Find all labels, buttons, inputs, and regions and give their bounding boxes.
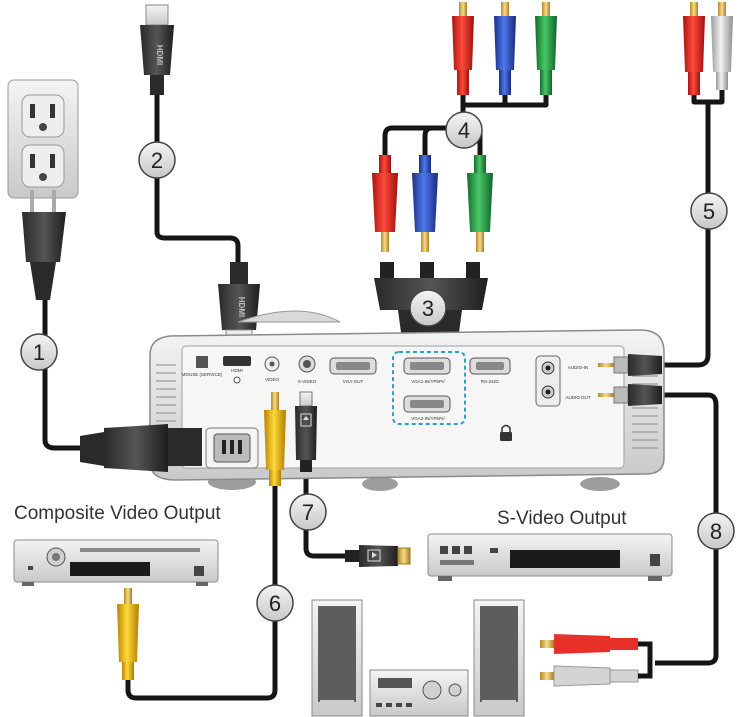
callout-1-label: 1 xyxy=(33,340,45,365)
component-cable xyxy=(382,80,549,155)
callout-4-label: 4 xyxy=(458,118,470,143)
caption-svideo-output: S-Video Output xyxy=(497,508,627,529)
callout-7: 7 xyxy=(289,493,327,531)
rca-blue-bottom xyxy=(412,155,438,252)
composite-cable xyxy=(125,485,278,701)
callout-8-label: 8 xyxy=(710,519,722,544)
hdmi-cable xyxy=(154,95,241,268)
composite-plug-projector xyxy=(264,392,286,486)
callout-7-label: 7 xyxy=(302,500,314,525)
composite-plug-device xyxy=(117,588,139,680)
callout-3-label: 3 xyxy=(422,296,434,321)
port-vga1-in: VGA1-IN/YPbPr/ xyxy=(403,357,451,384)
audio-in-cable xyxy=(660,90,725,368)
svg-text:HDMI: HDMI xyxy=(237,297,246,317)
callout-5: 5 xyxy=(690,192,728,230)
kensington-lock-icon xyxy=(500,424,512,441)
rca-blue-top xyxy=(494,2,516,95)
amplifier xyxy=(369,669,469,717)
component-rca-top xyxy=(452,2,557,95)
audio-out-rca xyxy=(540,634,653,687)
composite-video-device xyxy=(13,539,219,586)
callout-1: 1 xyxy=(20,333,58,371)
port-audio-in-label: AUDIO-IN xyxy=(568,365,588,370)
callout-6: 6 xyxy=(256,584,294,622)
callout-4: 4 xyxy=(445,111,483,149)
speaker-system xyxy=(311,599,525,717)
port-vga-out: VGA-OUT xyxy=(329,357,377,384)
svideo-plug-device xyxy=(345,545,411,567)
rca-green-bottom xyxy=(467,155,493,252)
rca-green-top xyxy=(535,2,557,95)
power-connector xyxy=(80,424,259,472)
port-vga1-label: VGA1-IN/YPbPr/ xyxy=(411,379,445,384)
svideo-cable xyxy=(303,470,345,559)
port-audio-out-label: AUDIO OUT xyxy=(565,395,590,400)
caption-composite-video-output: Composite Video Output xyxy=(14,503,221,524)
callout-3: 3 xyxy=(409,289,447,327)
port-hdmi-label: HDMI xyxy=(231,368,243,373)
port-vga-out-label: VGA-OUT xyxy=(343,379,364,384)
port-video-label: VIDEO xyxy=(265,377,280,382)
callout-6-label: 6 xyxy=(269,591,281,616)
callout-5-label: 5 xyxy=(703,199,715,224)
audio-out-plug xyxy=(598,384,662,406)
port-mouse-label: MOUSE (SERVICE) xyxy=(182,372,223,377)
port-vga2-in: VGA2-IN/YPbPr/ xyxy=(403,395,451,421)
component-rca-bottom xyxy=(372,155,493,252)
port-hdmi: HDMI xyxy=(223,356,251,384)
hdmi-plug-projector: HDMI xyxy=(218,262,260,345)
port-svideo: S-VIDEO xyxy=(298,355,317,384)
rca-red-top xyxy=(452,2,474,95)
audio-in-rca xyxy=(683,2,733,95)
speaker-right xyxy=(473,599,525,717)
port-audio-block xyxy=(535,355,561,407)
wall-outlet xyxy=(7,79,79,300)
callout-badges: 1 2 3 4 5 6 7 8 xyxy=(20,111,735,622)
svideo-device xyxy=(427,533,673,581)
speaker-left xyxy=(311,599,363,717)
callout-2-label: 2 xyxy=(151,148,163,173)
svideo-plug-projector xyxy=(295,391,317,472)
hdmi-plug-top: HDMI xyxy=(140,4,174,95)
power-cable xyxy=(42,300,80,451)
audio-in-plug xyxy=(598,354,662,376)
vga-in-highlight xyxy=(392,351,466,425)
port-rs232-label: RS-232C xyxy=(481,379,500,384)
callout-8: 8 xyxy=(697,512,735,550)
port-video: VIDEO xyxy=(264,356,280,382)
port-svideo-label: S-VIDEO xyxy=(298,379,317,384)
svg-text:HDMI: HDMI xyxy=(155,45,164,65)
rca-red-bottom xyxy=(372,155,398,252)
port-mouse: MOUSE (SERVICE) xyxy=(182,356,223,377)
port-rs232: RS-232C xyxy=(469,357,511,384)
port-vga2-label: VGA2-IN/YPbPr/ xyxy=(411,416,445,421)
callout-2: 2 xyxy=(138,141,176,179)
